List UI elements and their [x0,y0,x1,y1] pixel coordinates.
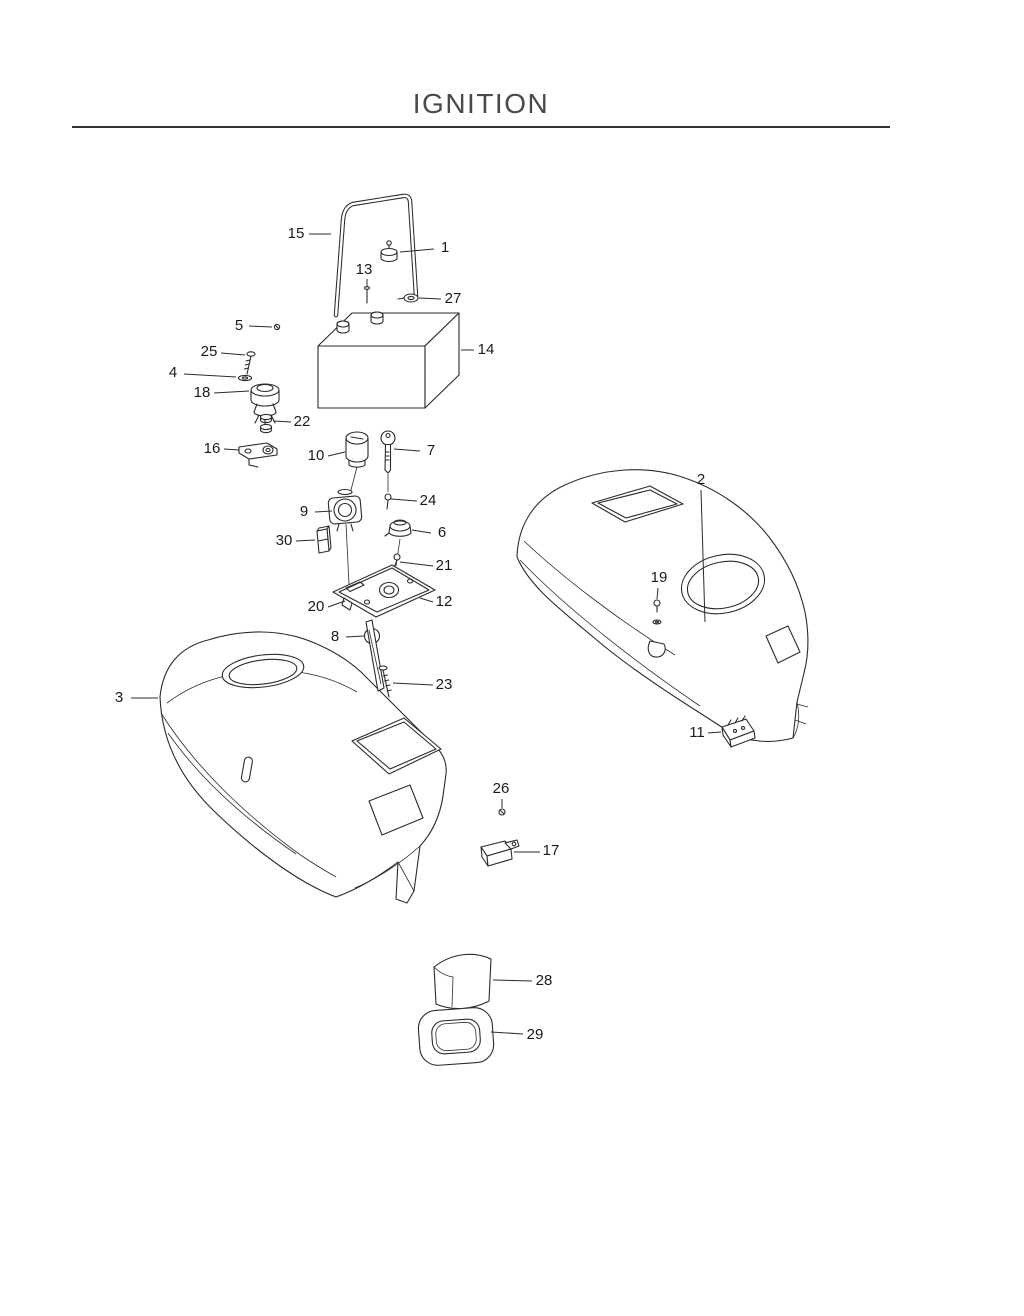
leader-10 [327,451,346,457]
leader-8 [345,635,365,638]
pin [363,286,371,304]
callout-24: 24 [420,492,437,509]
leader-30 [295,539,316,542]
switch-17 [480,839,520,867]
support-bracket [365,619,385,692]
leader-27 [418,297,442,300]
callout-25: 25 [201,343,218,360]
callout-17: 17 [543,842,560,859]
screw-5 [273,323,281,331]
callout-18: 18 [194,384,211,401]
leader-22 [273,420,292,423]
leader-6 [411,529,432,534]
callout-10: 10 [308,447,325,464]
leader-28 [492,979,533,982]
console-slot [240,756,253,783]
battery-terminal-right [370,311,384,325]
callout-6: 6 [438,524,446,541]
leader-29 [490,1031,524,1035]
battery [317,311,460,409]
leader-24 [390,498,418,502]
left-console-cover [159,631,447,904]
console-window-opening [368,784,424,836]
nuts-22 [259,413,273,434]
callout-4: 4 [169,364,177,381]
cup-insert-28 [433,953,492,1010]
console2-hook-foot [647,640,666,658]
callout-26: 26 [493,780,510,797]
battery-bolt [380,240,398,263]
callout-5: 5 [235,317,243,334]
right-console-cover [516,469,809,742]
console2-steering-hole [680,553,766,615]
callout-13: 13 [356,261,373,278]
screw-23 [378,665,392,698]
battery-terminal-left [336,320,350,334]
callout-9: 9 [300,503,308,520]
console2-top-opening [591,485,684,523]
callout-2: 2 [697,471,705,488]
callout-8: 8 [331,628,339,645]
screw-25 [243,351,256,375]
leader-7 [393,448,421,452]
ignition-switch-10 [345,431,369,468]
key-switch-18 [250,383,280,425]
callout-20: 20 [308,598,325,615]
console-cup-recess [221,653,305,689]
leader-5 [248,325,273,328]
ignition-key [380,430,396,474]
leader-25 [220,352,246,356]
callout-19: 19 [651,569,668,586]
leader-23 [392,682,434,686]
leader-19 [656,587,659,600]
axis-line [345,523,350,585]
boot-bezel-29 [417,1007,495,1066]
control-panel-plate [332,564,436,618]
leader-2 [700,489,706,623]
callout-29: 29 [527,1026,544,1043]
screw-19 [652,599,662,625]
leader-9 [314,510,333,513]
callout-28: 28 [536,972,553,989]
axis-line [350,466,358,491]
leader-1 [399,248,435,253]
callout-3: 3 [115,689,123,706]
callout-1: 1 [441,239,449,256]
console-panel-opening [351,717,442,775]
callout-21: 21 [436,557,453,574]
callout-23: 23 [436,676,453,693]
leader-16 [223,448,240,451]
callout-11: 11 [689,724,705,741]
screw-24 [384,493,392,510]
washer-4 [237,374,253,382]
callout-30: 30 [276,532,293,549]
screw-21 [393,553,401,569]
callout-22: 22 [294,413,311,430]
connector-11 [721,715,756,748]
callout-14: 14 [478,341,495,358]
switch-9 [327,488,363,532]
bracket-16 [238,442,278,468]
console2-side-opening [765,625,801,664]
page-title: IGNITION [413,88,549,119]
callout-15: 15 [288,225,305,242]
leader-20 [327,600,346,608]
screw-26 [498,808,506,816]
cap-6 [384,519,412,537]
leader-11 [707,731,722,734]
callout-7: 7 [427,442,435,459]
leader-18 [213,390,250,394]
leader-4 [183,373,237,378]
rod-fitting [397,293,419,303]
callout-27: 27 [445,290,462,307]
callout-16: 16 [204,440,221,457]
leader-21 [399,561,434,567]
leader-12 [419,597,434,603]
battery-hold-down-rod [333,193,419,318]
callout-12: 12 [436,593,453,610]
fuse-30 [316,525,332,554]
